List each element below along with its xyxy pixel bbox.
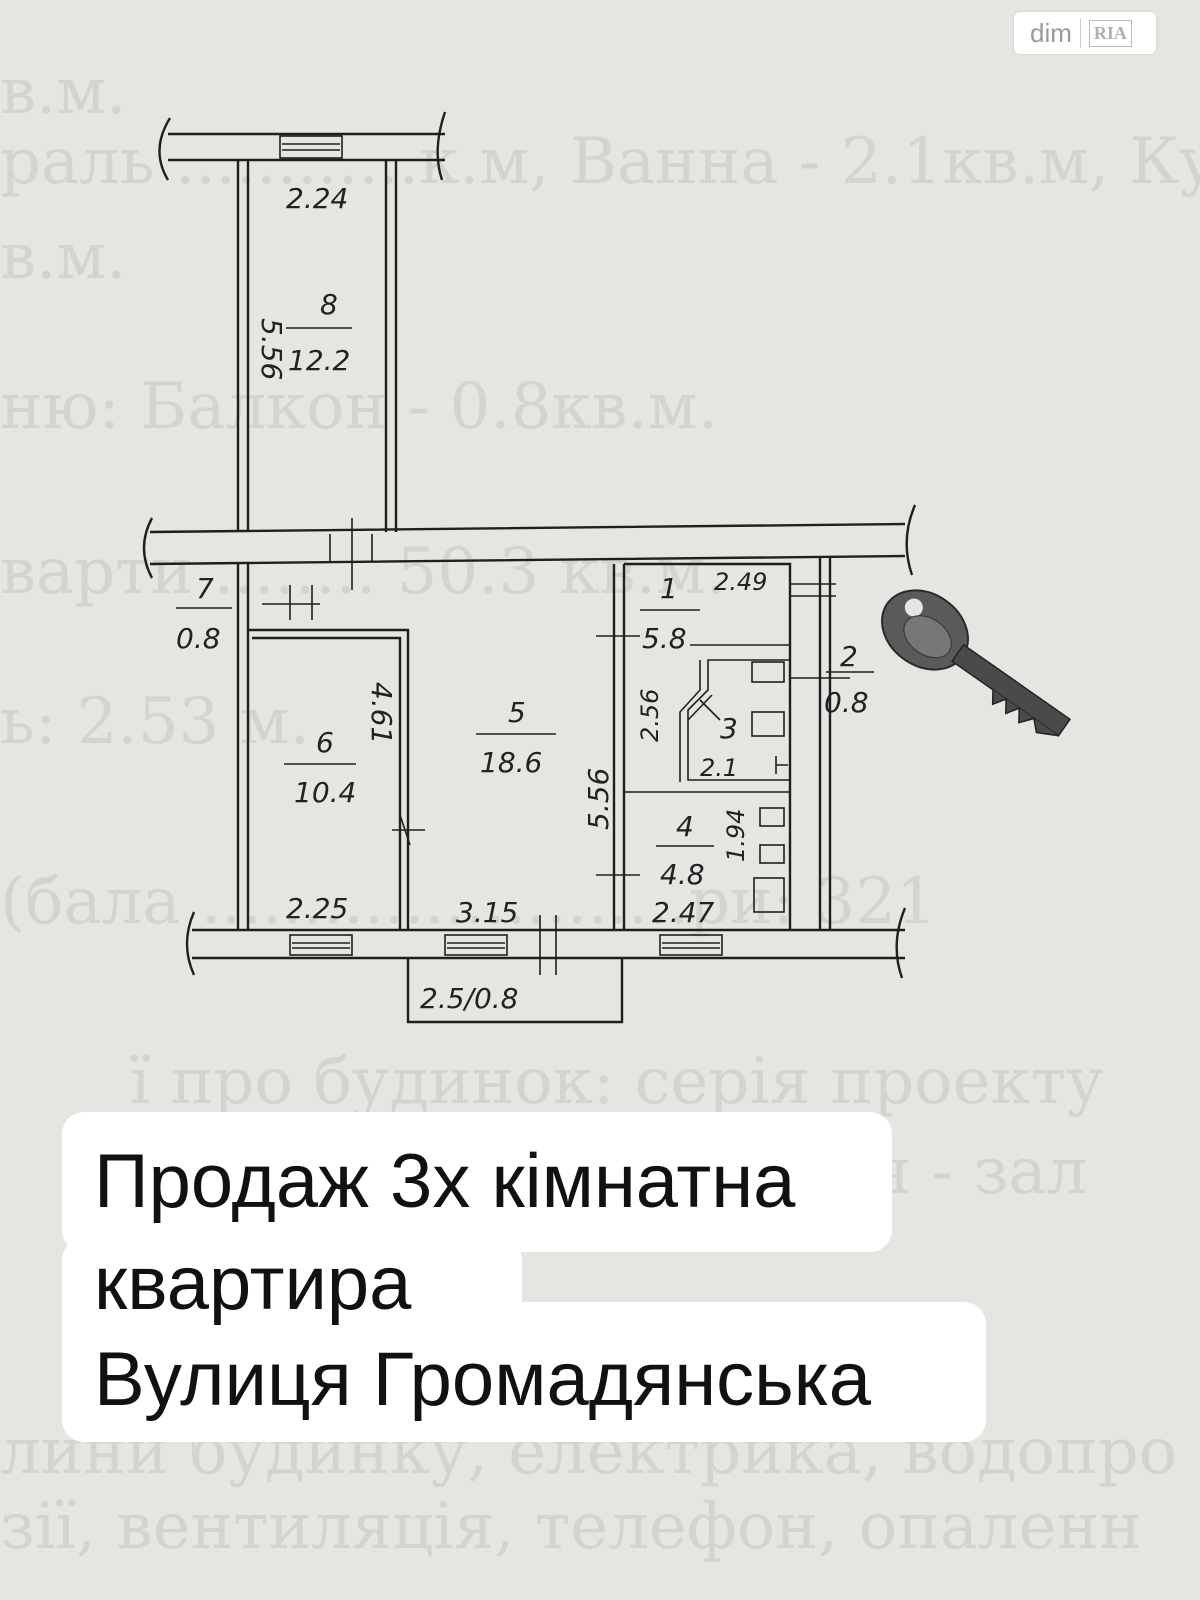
dim-room4-length: 1.94 [722, 809, 750, 862]
svg-text:2.1: 2.1 [700, 754, 738, 782]
svg-text:12.2: 12.2 [288, 344, 350, 377]
dim-bottom-room6: 2.25 [286, 892, 348, 925]
room-4-label: 4 4.8 [656, 810, 714, 891]
caption-bg-line3 [62, 1302, 986, 1442]
dim-bottom-room4: 2.47 [652, 896, 715, 929]
room-2-label: 2 0.8 [824, 640, 874, 719]
room-1-label: 1 5.8 [640, 572, 700, 655]
svg-text:1: 1 [660, 572, 678, 605]
svg-text:5.8: 5.8 [642, 622, 687, 655]
svg-text:7: 7 [196, 572, 214, 605]
svg-text:10.4: 10.4 [294, 776, 356, 809]
dim-room5-length: 5.56 [582, 768, 615, 830]
svg-text:0.8: 0.8 [176, 622, 221, 655]
svg-text:4.8: 4.8 [660, 858, 705, 891]
svg-text:8: 8 [320, 288, 338, 321]
caption-line-2: квартира [94, 1241, 412, 1326]
dim-bottom-room5: 3.15 [456, 896, 518, 929]
watermark-brand: dim [1030, 17, 1072, 48]
wall-bottom [185, 907, 907, 979]
svg-text:2: 2 [840, 640, 858, 673]
dim-ria-watermark: dim RIA [1014, 12, 1156, 54]
svg-text:4: 4 [676, 810, 694, 843]
room-7-label: 7 0.8 [176, 572, 232, 655]
dim-room3-length: 2.56 [636, 689, 664, 742]
room6-walls [248, 628, 425, 930]
wall-top-room8 [158, 111, 447, 181]
room-6-label: 6 10.4 [284, 726, 356, 809]
dim-room8-width: 2.24 [286, 182, 348, 215]
room-3-label: 3 2.1 [700, 712, 738, 782]
caption-line-3: Вулиця Громадянська [94, 1337, 871, 1422]
dim-room8-length: 5.56 [255, 318, 288, 380]
caption-line-1: Продаж 3х кімнатна [94, 1139, 796, 1224]
room-8-label: 8 12.2 [286, 288, 352, 377]
watermark-divider [1079, 18, 1081, 48]
svg-text:18.6: 18.6 [480, 746, 542, 779]
room-5-label: 5 18.6 [476, 696, 556, 779]
svg-text:0.8: 0.8 [824, 686, 869, 719]
room2-walls [790, 556, 850, 930]
ria-logo: RIA [1088, 19, 1132, 47]
caption-bg-line1 [62, 1112, 892, 1252]
svg-text:3: 3 [720, 712, 738, 745]
key-icon [881, 589, 1072, 737]
dim-room6-length: 4.61 [365, 682, 398, 744]
dim-room1-width: 2.49 [714, 568, 767, 596]
svg-text:5: 5 [508, 696, 526, 729]
balcony-outline [406, 958, 624, 1024]
wall-middle [142, 504, 917, 590]
svg-text:6: 6 [316, 726, 334, 759]
wall-left [236, 564, 320, 930]
bathroom-kitchen-walls [596, 562, 792, 930]
room8-walls [236, 160, 398, 532]
dim-balcony: 2.5/0.8 [420, 982, 519, 1015]
